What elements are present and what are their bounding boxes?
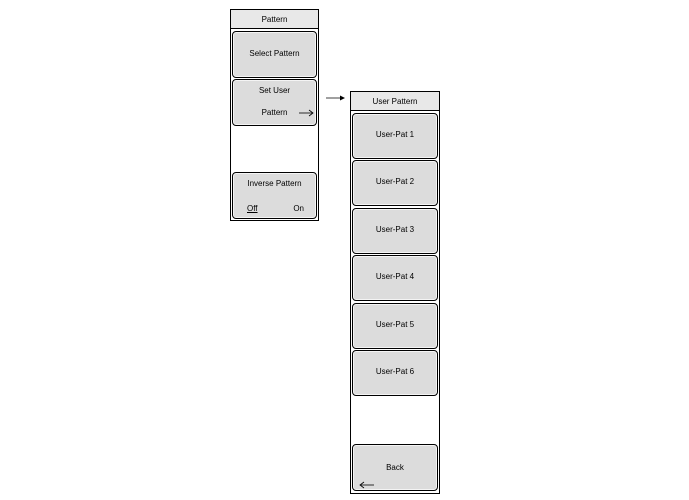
select-pattern-label: Select Pattern <box>249 49 300 58</box>
back-arrow-icon <box>359 481 374 489</box>
inverse-pattern-label: Inverse Pattern <box>247 179 302 188</box>
user-pat-5-button[interactable]: User-Pat 5 <box>352 303 438 349</box>
set-user-label-line2: Pattern <box>261 108 288 117</box>
user-pat-6-button[interactable]: User-Pat 6 <box>352 350 438 396</box>
user-pat-1-button[interactable]: User-Pat 1 <box>352 113 438 159</box>
user-pat-3-label: User-Pat 3 <box>375 225 415 234</box>
submenu-arrow-icon <box>299 109 314 117</box>
back-button[interactable]: Back <box>352 444 438 491</box>
user-pat-2-label: User-Pat 2 <box>375 177 415 186</box>
user-pat-5-label: User-Pat 5 <box>375 320 415 329</box>
user-pat-6-label: User-Pat 6 <box>375 367 415 376</box>
user-pat-4-label: User-Pat 4 <box>375 272 415 281</box>
inverse-off-option: Off <box>247 204 258 213</box>
pattern-menu-panel: Pattern Select Pattern Set User Pattern … <box>230 9 319 221</box>
user-pattern-menu-title: User Pattern <box>351 92 439 111</box>
set-user-label-line1: Set User <box>258 86 291 95</box>
inverse-on-option: On <box>293 204 304 213</box>
select-pattern-button[interactable]: Select Pattern <box>232 31 317 78</box>
user-pat-1-label: User-Pat 1 <box>375 130 415 139</box>
user-pat-4-button[interactable]: User-Pat 4 <box>352 255 438 301</box>
user-pat-3-button[interactable]: User-Pat 3 <box>352 208 438 254</box>
menu-link-arrow-icon <box>326 95 345 101</box>
user-pat-2-button[interactable]: User-Pat 2 <box>352 160 438 206</box>
user-pattern-menu-panel: User Pattern User-Pat 1 User-Pat 2 User-… <box>350 91 440 494</box>
inverse-pattern-button[interactable]: Inverse Pattern Off On <box>232 172 317 219</box>
back-label: Back <box>386 463 404 472</box>
pattern-menu-title: Pattern <box>231 10 318 29</box>
set-user-pattern-button[interactable]: Set User Pattern <box>232 79 317 126</box>
